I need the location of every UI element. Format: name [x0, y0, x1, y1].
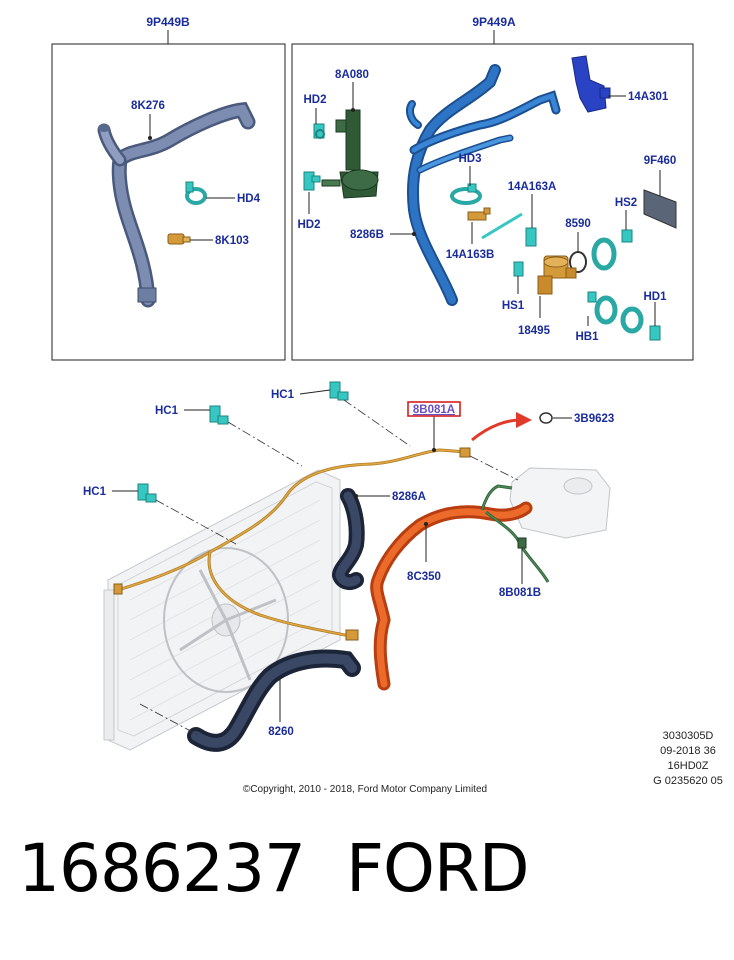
- label-8590[interactable]: 8590: [565, 218, 591, 230]
- label-8286B[interactable]: 8286B: [350, 229, 384, 241]
- label-18495[interactable]: 18495: [518, 325, 551, 337]
- label-HS2[interactable]: HS2: [615, 197, 637, 209]
- clamp-HS2[interactable]: [591, 229, 633, 271]
- label-8K276[interactable]: 8K276: [131, 100, 165, 112]
- label-14A163A[interactable]: 14A163A: [508, 181, 557, 193]
- box-title-9P449B[interactable]: 9P449B: [146, 15, 190, 29]
- label-3B9623[interactable]: 3B9623: [574, 413, 614, 425]
- box-title-9P449A[interactable]: 9P449A: [472, 15, 516, 29]
- hose-8286A[interactable]: [331, 488, 365, 591]
- brand-name: FORD: [346, 830, 530, 907]
- pointer-arrowhead: [516, 412, 532, 428]
- code-line-2: 09-2018 36: [660, 745, 716, 757]
- part-number: 1686237: [18, 830, 306, 907]
- copyright-notice: ©Copyright, 2010 - 2018, Ford Motor Comp…: [243, 784, 487, 795]
- label-8260[interactable]: 8260: [268, 726, 294, 738]
- illustration-codes: 3030305D 09-2018 36 16HD0Z G 0235620 05: [653, 730, 723, 787]
- label-HD1[interactable]: HD1: [643, 291, 667, 303]
- box-9P449A: 9P449A 8A080 HD2 HD2: [291, 15, 694, 361]
- label-HC1-upper[interactable]: HC1: [271, 389, 295, 401]
- degas-bottle[interactable]: [509, 467, 611, 539]
- label-HD2-lower[interactable]: HD2: [297, 219, 320, 231]
- label-HD4[interactable]: HD4: [237, 193, 261, 205]
- radiator-fan[interactable]: [103, 469, 341, 751]
- label-8K103[interactable]: 8K103: [215, 235, 249, 247]
- ring-3B9623[interactable]: [539, 412, 553, 424]
- hose-8286B[interactable]: [406, 64, 561, 306]
- part-8K103[interactable]: [167, 233, 191, 245]
- part-14A163A[interactable]: [481, 212, 537, 247]
- label-8C350[interactable]: 8C350: [407, 571, 441, 583]
- label-HB1[interactable]: HB1: [575, 331, 599, 343]
- pointer-arrow: [471, 418, 521, 442]
- label-8B081A[interactable]: 8B081A: [413, 404, 455, 416]
- clip-HC1-upper[interactable]: [329, 381, 349, 401]
- label-HD3[interactable]: HD3: [458, 153, 481, 165]
- label-HC1-lower[interactable]: HC1: [83, 486, 107, 498]
- clamp-HD4[interactable]: [185, 181, 207, 205]
- label-8286A[interactable]: 8286A: [392, 491, 426, 503]
- hose-8K276[interactable]: [97, 101, 256, 308]
- code-line-1: 3030305D: [663, 730, 714, 742]
- label-14A163B[interactable]: 14A163B: [446, 249, 495, 261]
- code-line-3: 16HD0Z: [668, 760, 709, 772]
- clamp-HD3[interactable]: [450, 183, 482, 205]
- label-9F460[interactable]: 9F460: [644, 155, 677, 167]
- part-14A163B[interactable]: [467, 207, 491, 221]
- hose-8B081A[interactable]: [113, 447, 471, 641]
- label-HS1[interactable]: HS1: [502, 300, 525, 312]
- lower-assembly: 8B081A 3B9623 8286A 8C350: [83, 381, 614, 752]
- clamp-HD2-lower[interactable]: [303, 171, 321, 191]
- clamp-HS1[interactable]: [513, 261, 524, 277]
- code-line-4: G 0235620 05: [653, 775, 723, 787]
- label-8B081B[interactable]: 8B081B: [499, 587, 541, 599]
- clip-HC1-middle[interactable]: [209, 405, 229, 425]
- highlight-box: [407, 401, 461, 417]
- clamp-HB1[interactable]: [587, 291, 644, 334]
- hose-8B081B[interactable]: [480, 484, 550, 583]
- label-HD2-upper[interactable]: HD2: [303, 94, 326, 106]
- label-8A080[interactable]: 8A080: [335, 69, 369, 81]
- label-14A301[interactable]: 14A301: [628, 91, 669, 103]
- box-9P449B: 9P449B 8K276 HD4 8K103: [51, 15, 286, 361]
- label-HC1-middle[interactable]: HC1: [155, 405, 179, 417]
- hose-8260[interactable]: [187, 649, 361, 752]
- clamp-HD1[interactable]: [649, 325, 661, 341]
- box-9P449A-frame: [291, 43, 694, 361]
- bracket-14A301[interactable]: [571, 55, 611, 113]
- pump-18495[interactable]: [537, 255, 577, 295]
- clip-HC1-lower[interactable]: [137, 483, 157, 503]
- housing-8A080[interactable]: [321, 109, 379, 199]
- clamp-HD2-upper[interactable]: [313, 123, 325, 139]
- panel-9F460[interactable]: [643, 189, 677, 229]
